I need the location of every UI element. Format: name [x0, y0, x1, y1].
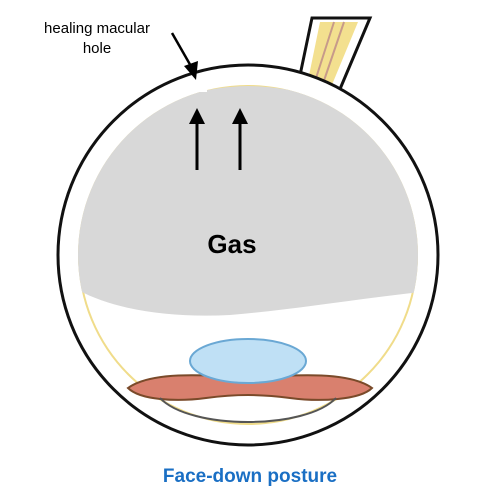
arrow-up-icon: [232, 108, 248, 170]
gas-bubble: [78, 86, 418, 316]
annotation-line-2: hole: [83, 40, 111, 57]
gas-label: Gas: [207, 229, 256, 259]
cornea: [159, 397, 337, 423]
macular-hole-marker: [193, 84, 207, 92]
arrow-up-icon: [189, 108, 205, 170]
annotation-line-1: healing macular: [44, 20, 150, 37]
pointer-arrow-icon: [170, 32, 198, 80]
caption: Face-down posture: [162, 466, 338, 487]
lens: [189, 338, 307, 384]
